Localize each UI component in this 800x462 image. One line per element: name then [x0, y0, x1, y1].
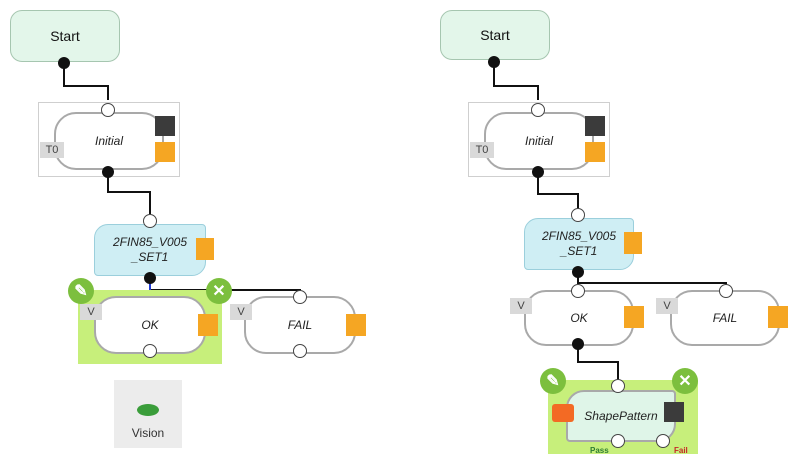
initial-node[interactable]: Initial — [54, 112, 164, 170]
edit-pencil-icon[interactable]: ✎ — [540, 368, 566, 394]
vision-node[interactable]: 2FIN85_V005 _SET1 — [524, 218, 634, 270]
tag-label: T0 — [45, 144, 59, 156]
fail-label: FAIL — [287, 318, 313, 332]
ok-label: OK — [141, 318, 159, 332]
hierarchy-icon[interactable] — [585, 142, 605, 162]
connector — [537, 172, 579, 213]
hierarchy-icon[interactable] — [155, 142, 175, 162]
tag-label: T0 — [475, 144, 489, 156]
start-node[interactable]: Start — [440, 10, 550, 60]
connector — [577, 270, 727, 290]
input-port[interactable] — [571, 284, 585, 298]
hierarchy-icon[interactable] — [198, 314, 218, 336]
v-tag: V — [510, 298, 532, 314]
input-port[interactable] — [719, 284, 733, 298]
vision-palette-item[interactable]: Vision — [114, 380, 182, 448]
v-tag: V — [80, 304, 102, 320]
output-port[interactable] — [102, 166, 114, 178]
tag-label: V — [663, 300, 671, 312]
output-port[interactable] — [532, 166, 544, 178]
tag-label: V — [237, 306, 245, 318]
ok-node[interactable]: OK — [94, 296, 206, 354]
close-x-icon[interactable]: ✕ — [206, 278, 232, 304]
vision-node[interactable]: 2FIN85_V005 _SET1 — [94, 224, 206, 276]
shapepattern-label: ShapePattern — [584, 409, 658, 423]
edit-pencil-icon[interactable]: ✎ — [68, 278, 94, 304]
eye-icon[interactable] — [552, 404, 574, 422]
fail-output-label: Fail — [674, 446, 688, 455]
close-x-icon[interactable]: ✕ — [672, 368, 698, 394]
tag-label: V — [517, 300, 525, 312]
fail-node[interactable]: FAIL — [670, 290, 780, 346]
initial-label: Initial — [524, 134, 553, 148]
v-tag: V — [656, 298, 678, 314]
tag-label: V — [87, 306, 95, 318]
pass-label: Pass — [590, 446, 609, 455]
output-port[interactable] — [144, 272, 156, 284]
input-port[interactable] — [571, 208, 585, 222]
input-port[interactable] — [143, 214, 157, 228]
hierarchy-icon[interactable] — [624, 306, 644, 328]
hierarchy-icon[interactable] — [624, 232, 642, 254]
input-port[interactable] — [531, 103, 545, 117]
ok-label: OK — [570, 311, 588, 325]
input-port[interactable] — [611, 379, 625, 393]
folder-icon[interactable] — [155, 116, 175, 136]
connector — [107, 172, 151, 214]
input-port[interactable] — [293, 290, 307, 304]
output-port[interactable] — [572, 266, 584, 278]
fail-label: FAIL — [712, 311, 738, 325]
connector — [577, 344, 619, 386]
output-port[interactable] — [293, 344, 307, 358]
start-label: Start — [480, 27, 510, 43]
pass-port[interactable] — [611, 434, 625, 448]
vision-label: 2FIN85_V005 _SET1 — [112, 235, 188, 264]
input-port[interactable] — [101, 103, 115, 117]
palette-label: Vision — [131, 426, 165, 440]
initial-node[interactable]: Initial — [484, 112, 594, 170]
connector — [63, 64, 109, 100]
initial-label: Initial — [94, 134, 123, 148]
start-node[interactable]: Start — [10, 10, 120, 62]
folder-icon[interactable] — [585, 116, 605, 136]
hierarchy-icon[interactable] — [196, 238, 214, 260]
output-port[interactable] — [58, 57, 70, 69]
hierarchy-icon[interactable] — [346, 314, 366, 336]
output-port[interactable] — [143, 344, 157, 358]
start-label: Start — [50, 28, 80, 44]
output-port[interactable] — [572, 338, 584, 350]
v-tag: V — [230, 304, 252, 320]
connector — [493, 62, 539, 100]
fail-port[interactable] — [656, 434, 670, 448]
folder-icon[interactable] — [664, 402, 684, 422]
t0-tag: T0 — [40, 142, 64, 158]
eye-icon — [137, 404, 159, 416]
output-port[interactable] — [488, 56, 500, 68]
vision-label: 2FIN85_V005 _SET1 — [541, 229, 617, 258]
hierarchy-icon[interactable] — [768, 306, 788, 328]
t0-tag: T0 — [470, 142, 494, 158]
